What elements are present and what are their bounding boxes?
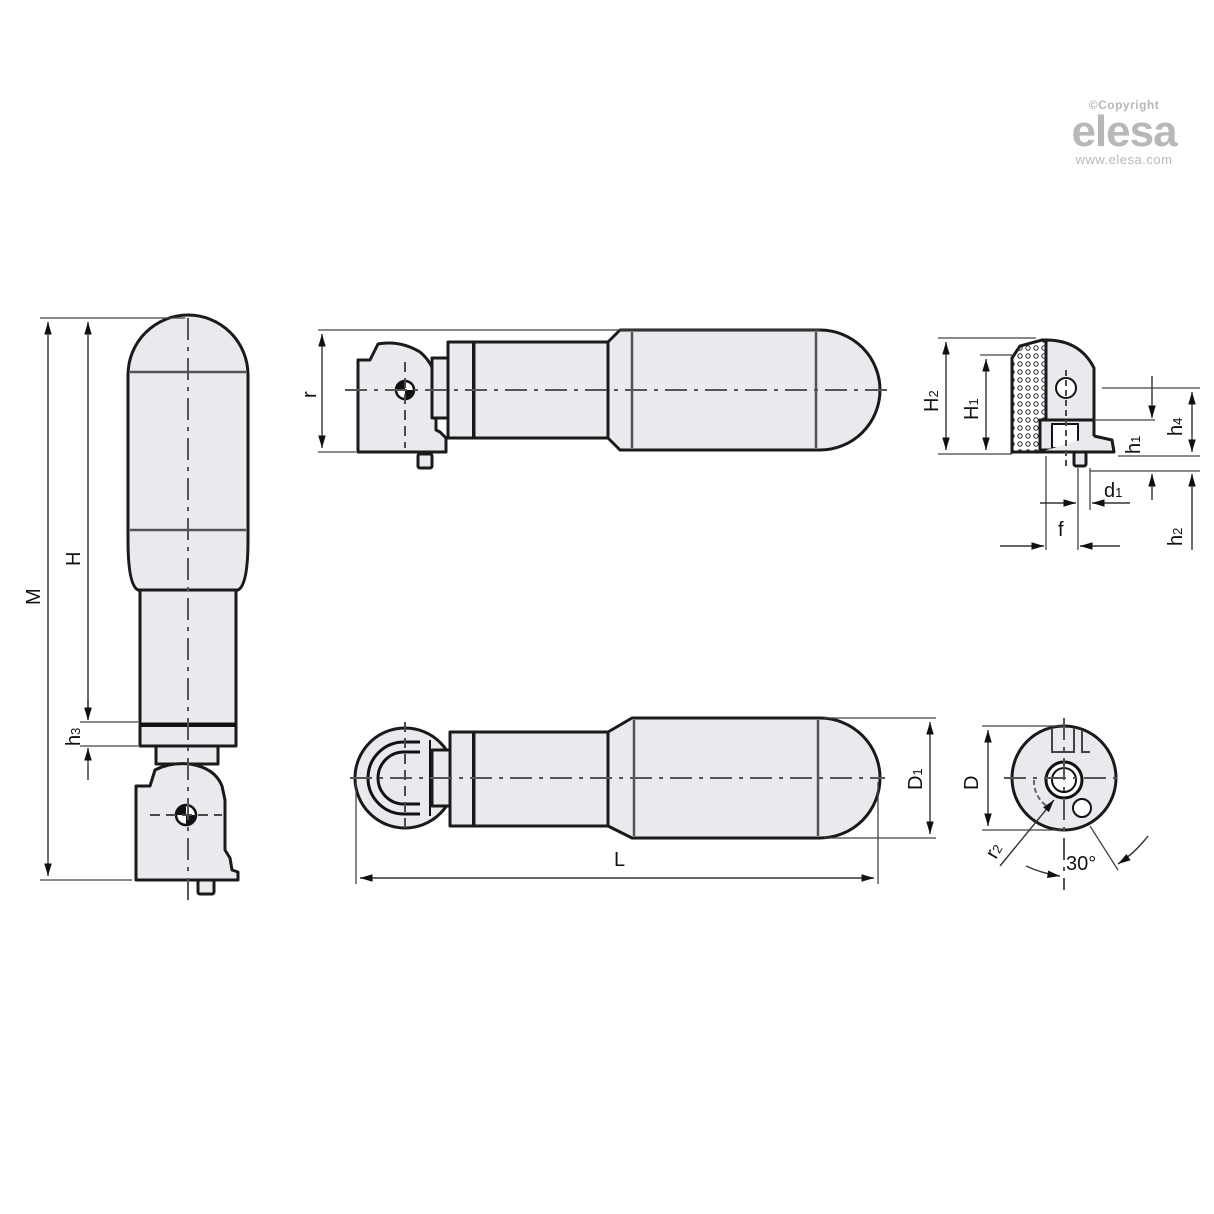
handle-grip-bottom	[606, 716, 882, 840]
dim-label-L: L	[614, 849, 625, 871]
dim-label-D1: D1	[905, 768, 927, 790]
dim-label-D: D	[961, 776, 983, 790]
dim-label-h1: h1	[1123, 436, 1145, 454]
side-view-vertical: M H h3	[23, 313, 250, 905]
dim-label-f: f	[1058, 519, 1064, 541]
dim-label-d1: d1	[1104, 480, 1122, 502]
dim-label-H2: H2	[921, 390, 943, 412]
dim-label-h3: h3	[63, 728, 85, 746]
dim-label-M: M	[23, 588, 45, 605]
section-detail: H2 H1 h1 h4 h2 d1 f	[921, 337, 1200, 550]
angle-label-30: 30°	[1066, 853, 1096, 875]
elesa-logo: ©Copyright elesa www.elesa.com	[1044, 98, 1204, 167]
handle-grip-top	[606, 328, 882, 452]
pin-hole-icon	[1055, 377, 1077, 399]
copyright-text: ©Copyright	[1088, 98, 1160, 112]
dim-label-H: H	[63, 552, 85, 566]
website-url: www.elesa.com	[1075, 152, 1173, 167]
dim-label-H1: H1	[961, 398, 983, 420]
dim-label-h4: h4	[1165, 418, 1187, 436]
dim-label-h2: h2	[1165, 528, 1187, 546]
top-view-horizontal: r	[299, 328, 890, 470]
bottom-view-horizontal: L D1	[350, 716, 936, 884]
brand-name: elesa	[1071, 107, 1177, 156]
dim-label-r: r	[299, 391, 321, 398]
dim-label-r2: r2	[981, 839, 1007, 862]
end-view: D r2 30°	[961, 718, 1149, 890]
